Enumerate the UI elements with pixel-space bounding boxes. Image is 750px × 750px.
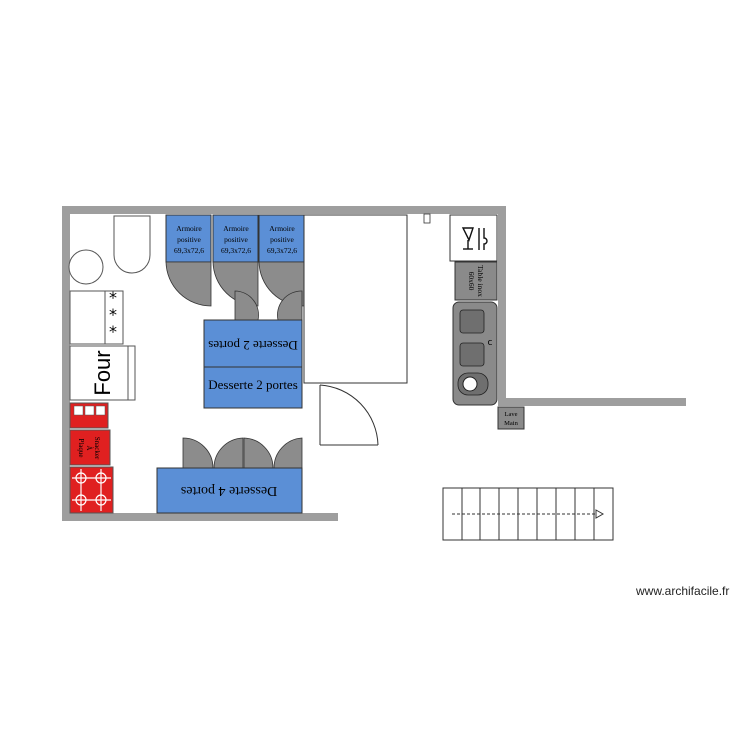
asterisk-icon: * — [109, 322, 117, 341]
desserte-4-portes: Desserte 4 portes — [156, 467, 303, 514]
wall-right-extension — [498, 398, 686, 406]
arrow-right-icon — [595, 509, 605, 519]
armoire-3-line-2: positive — [270, 235, 294, 244]
desserte-2-portes-bottom: Desserte 2 portes — [203, 366, 303, 409]
plancha-snacker: Plaque À Snacker — [69, 429, 111, 466]
round-fixture — [68, 249, 104, 285]
tap-icon: c — [488, 338, 493, 348]
lave-main-line-2: Main — [504, 420, 518, 427]
desserte-top-doors — [234, 290, 303, 321]
armoire-2-line-1: Armoire — [223, 224, 249, 233]
table-inox-line-2: 60x60 — [467, 272, 476, 291]
wall-right — [498, 206, 506, 406]
lave-main-line-1: Lave — [505, 411, 518, 418]
oven: Four — [69, 345, 136, 401]
table-inox: Table inox 60x60 — [454, 261, 498, 301]
oven-label: Four — [90, 350, 115, 395]
toilet-fixture — [113, 215, 151, 274]
desserte-4-label: Desserte 4 portes — [181, 483, 277, 498]
wall-top — [62, 206, 506, 214]
armoire-2-line-3: 69,3x72,6 — [221, 246, 251, 255]
glass-fork-knife-icon — [461, 227, 488, 250]
armoire-3-line-1: Armoire — [269, 224, 295, 233]
armoire-2-line-2: positive — [224, 235, 248, 244]
asterisk-icon: * — [109, 305, 117, 324]
desserte-2-top-label: Desserte 2 portes — [208, 338, 298, 353]
plonge-area — [449, 214, 498, 262]
desserte-4-doors — [182, 437, 303, 469]
wall-marker — [423, 213, 431, 224]
center-table — [303, 214, 408, 384]
main-door — [319, 384, 379, 446]
gas-hob — [69, 466, 114, 514]
red-fryer — [69, 402, 109, 429]
armoire-3-line-3: 69,3x72,6 — [267, 246, 297, 255]
desserte-2-bottom-label: Desserte 2 portes — [208, 377, 298, 392]
plancha-line-3: Snacker — [93, 437, 101, 460]
armoire-1-line-2: positive — [177, 235, 201, 244]
wall-left — [62, 206, 70, 521]
wall-bottom — [62, 513, 338, 521]
stairs — [442, 487, 614, 541]
sink-unit: c — [452, 301, 498, 406]
range-cooker: * * * — [69, 288, 124, 345]
desserte-2-portes-top: Desserte 2 portes — [203, 319, 303, 368]
plancha-line-1: Plaque — [77, 438, 85, 457]
walls — [62, 206, 686, 521]
plancha-line-2: À — [85, 445, 93, 450]
armoire-positive-3: Armoire positive 69,3x72,6 — [258, 214, 305, 307]
armoire-positive-1: Armoire positive 69,3x72,6 — [165, 214, 212, 307]
armoire-1-line-1: Armoire — [176, 224, 202, 233]
table-inox-line-1: Table inox — [476, 265, 485, 297]
door-swing — [165, 261, 212, 307]
armoire-1-line-3: 69,3x72,6 — [174, 246, 204, 255]
lave-main: Lave Main — [497, 406, 525, 430]
asterisk-icon: * — [109, 288, 117, 307]
watermark: www.archifacile.fr — [636, 584, 730, 598]
